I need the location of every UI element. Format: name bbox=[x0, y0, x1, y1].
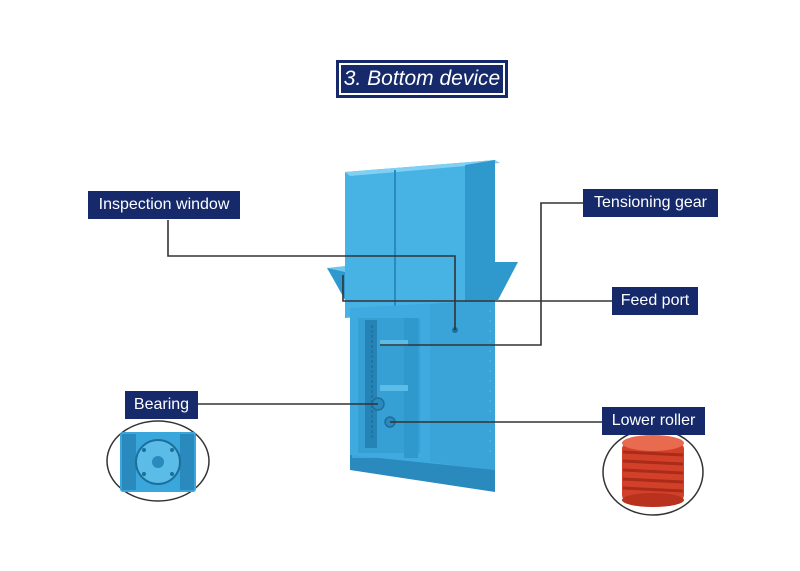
leader-tensioning-gear bbox=[380, 202, 583, 346]
elevator-machine bbox=[327, 160, 518, 492]
leader-feed-port bbox=[342, 275, 612, 302]
label-tensioning-gear: Tensioning gear bbox=[583, 189, 718, 217]
label-lower-roller: Lower roller bbox=[602, 407, 705, 435]
label-feed-port: Feed port bbox=[612, 287, 698, 315]
label-inspection-window: Inspection window bbox=[88, 191, 240, 219]
section-title: 3. Bottom device bbox=[336, 60, 508, 98]
bearing-detail bbox=[106, 420, 210, 502]
leader-inspection-window bbox=[167, 220, 456, 330]
lower-roller-detail bbox=[602, 428, 704, 516]
leader-lines bbox=[167, 202, 612, 423]
label-bearing: Bearing bbox=[125, 391, 198, 419]
